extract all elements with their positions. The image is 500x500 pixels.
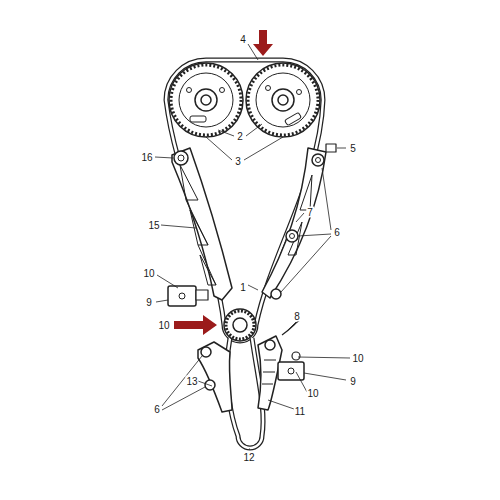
callout-number: 4 (239, 34, 247, 45)
callout-number: 13 (185, 376, 198, 387)
callout-number: 10 (351, 353, 364, 364)
callout-number: 7 (306, 207, 314, 218)
callout-number: 9 (145, 297, 153, 308)
highlight-arrow (174, 315, 217, 335)
callout-number: 6 (153, 404, 161, 415)
callout-number: 10 (142, 268, 155, 279)
callout-number: 3 (234, 156, 242, 167)
callout-number: 10 (157, 320, 170, 331)
callout-number: 2 (236, 131, 244, 142)
callout-number: 5 (349, 143, 357, 154)
callout-number: 6 (333, 227, 341, 238)
lower-guide (198, 342, 232, 412)
callout-number: 9 (349, 376, 357, 387)
callout-number: 12 (242, 452, 255, 463)
callout-number: 10 (306, 388, 319, 399)
callout-number: 16 (140, 152, 153, 163)
callout-number: 8 (293, 311, 301, 322)
chain-guide (262, 148, 326, 298)
highlight-arrow (253, 30, 273, 56)
oil-pump-chain (227, 338, 263, 448)
crank-sprocket (224, 309, 256, 341)
callout-number: 15 (147, 220, 160, 231)
callout-number: 1 (239, 282, 247, 293)
cam-sprocket (246, 63, 320, 137)
chain-tensioner (168, 286, 196, 306)
callout-number: 11 (294, 406, 306, 417)
chain-tensioner (278, 362, 304, 380)
chain-guide (172, 148, 232, 300)
cam-sprocket (169, 63, 243, 137)
